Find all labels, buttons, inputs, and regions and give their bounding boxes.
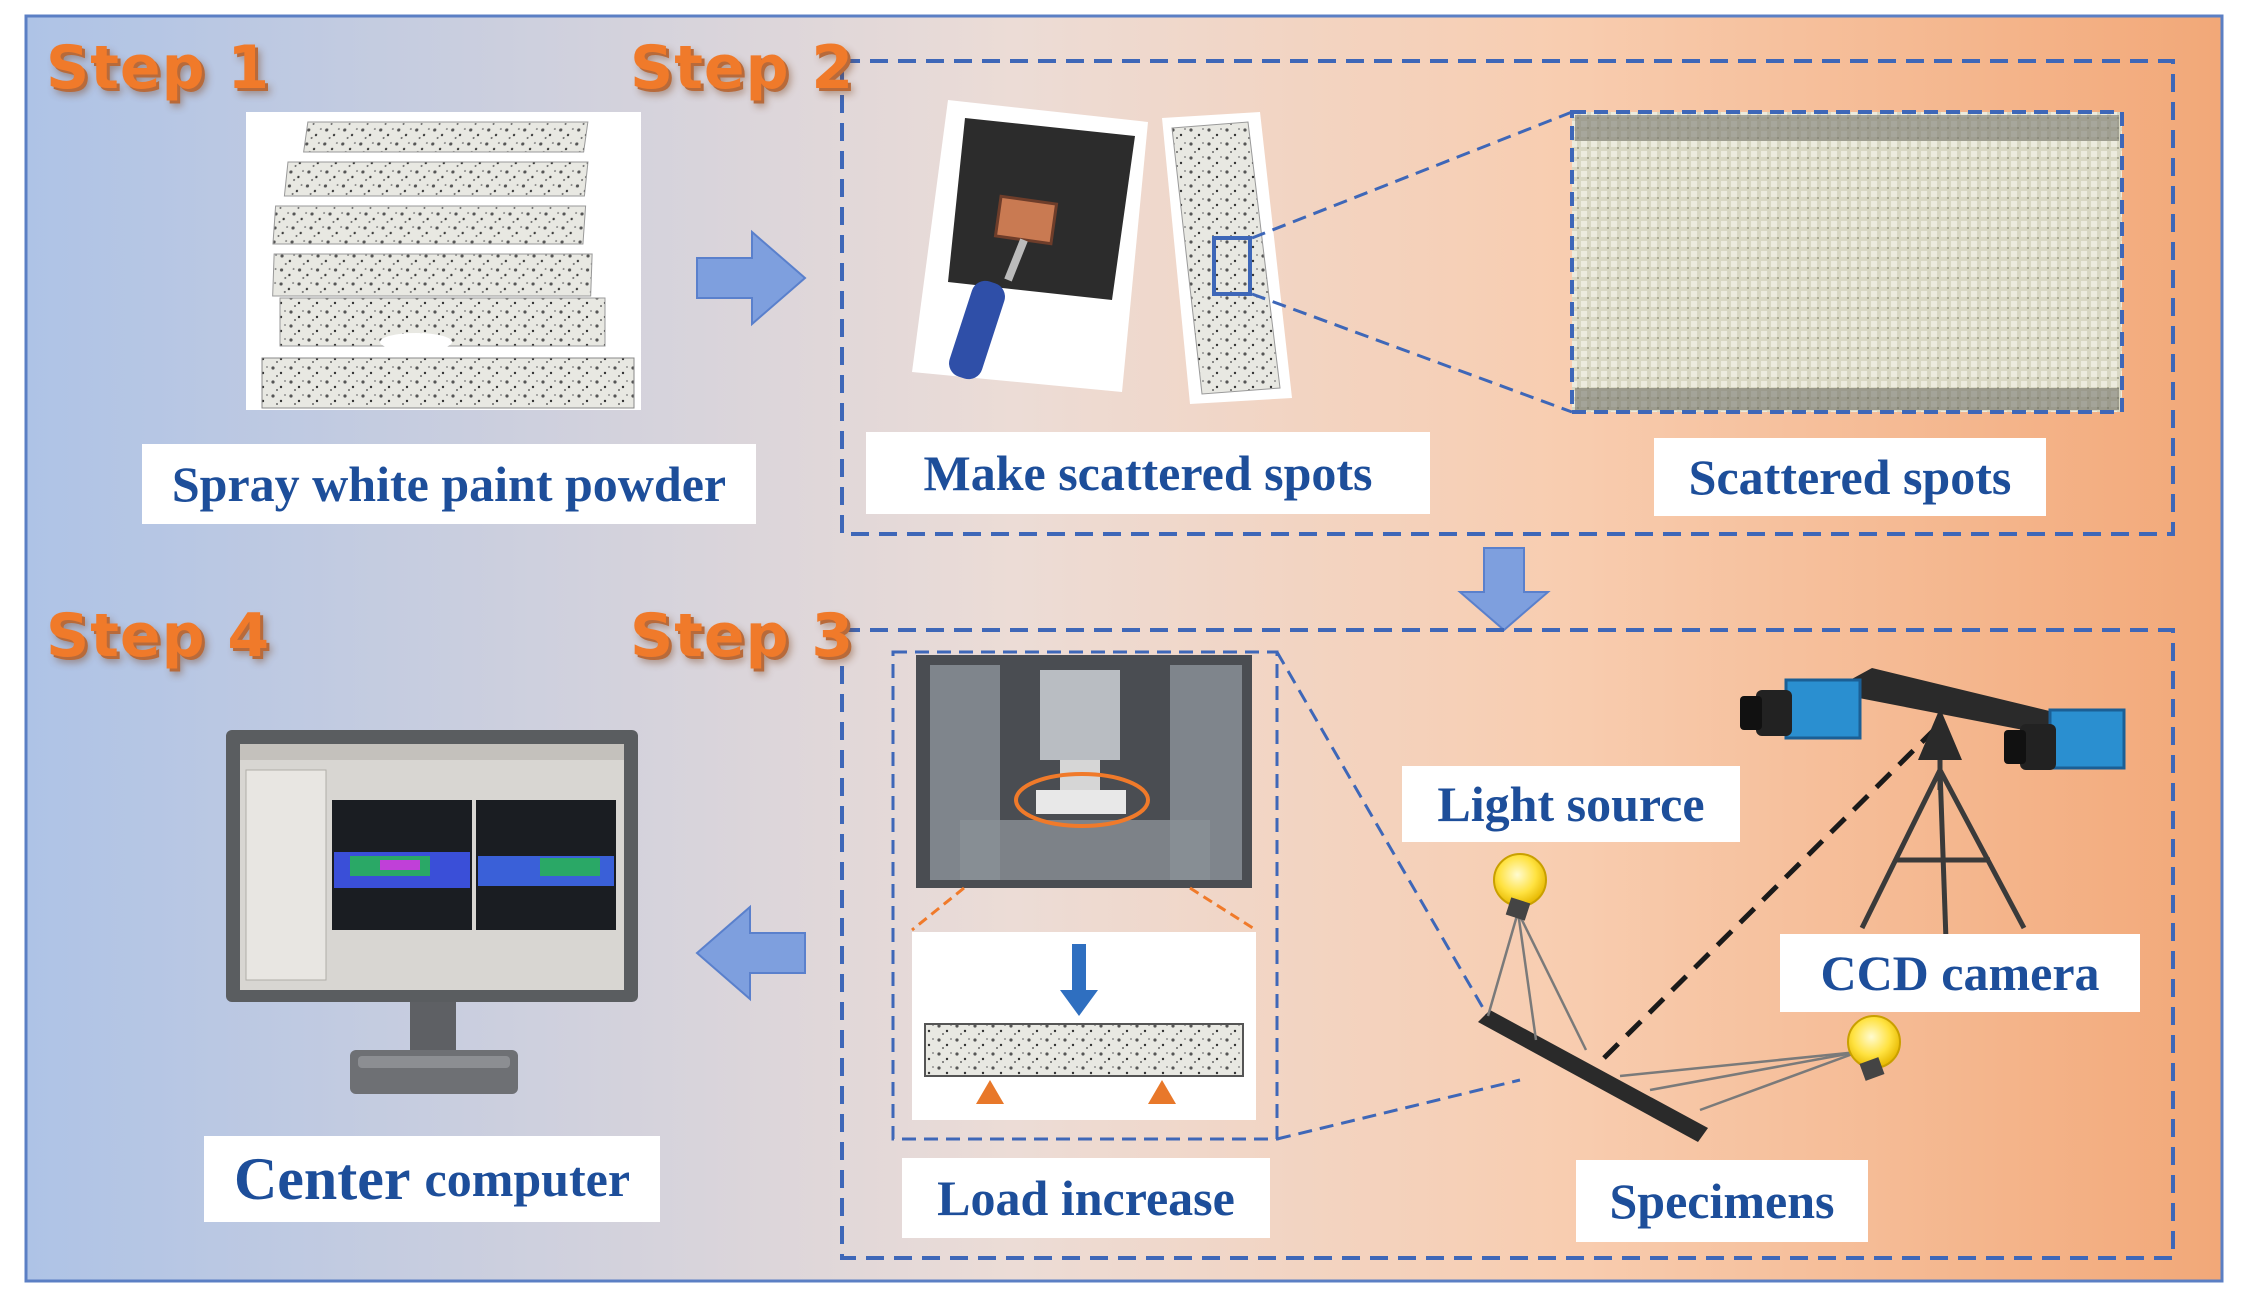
camera-rail	[1828, 668, 2070, 736]
paint-roller-photo	[912, 100, 1148, 392]
light-source-label: Light source	[1402, 766, 1740, 842]
make-spots-label: Make scattered spots	[866, 432, 1430, 514]
ccd-camera-label: CCD camera	[1780, 934, 2140, 1012]
three-point-bending-schematic	[912, 932, 1256, 1120]
step-1-title: Step 1	[46, 33, 271, 103]
ccd-camera-right-icon	[2004, 708, 2126, 770]
load-increase-label: Load increase	[902, 1158, 1270, 1238]
center-computer-label: Center computer	[204, 1136, 660, 1222]
step-2-box	[840, 59, 2175, 536]
arrow-left-icon	[695, 904, 806, 1002]
arrow-down-icon	[1457, 547, 1551, 632]
specimen-bar	[1478, 1010, 1708, 1142]
light-bulb-icon	[1847, 1015, 1901, 1081]
specimen-highlight	[1014, 772, 1150, 828]
testing-machine-photo	[916, 655, 1252, 888]
scattered-spots-zoom	[1570, 110, 2124, 414]
scattered-spots-label: Scattered spots	[1654, 438, 2046, 516]
arrow-right-icon	[696, 229, 807, 327]
specimens-label: Specimens	[1576, 1160, 1868, 1242]
testing-machine-box	[891, 650, 1279, 1141]
computer-word: computer	[424, 1151, 631, 1207]
step-3-title: Step 3	[630, 601, 855, 671]
light-bulb-icon	[1493, 853, 1547, 921]
light-rays	[1486, 911, 1859, 1112]
ccd-camera-left-icon	[1740, 678, 1862, 740]
tripod-icon	[1859, 730, 2027, 941]
sprayed-strip-photo	[1162, 112, 1292, 404]
step-2-title: Step 2	[630, 33, 855, 103]
center-word: Center	[233, 1146, 411, 1212]
center-computer-monitor	[226, 730, 638, 1094]
step-4-title: Step 4	[46, 601, 271, 671]
spray-label: Spray white paint powder	[142, 444, 756, 524]
rock-specimens-photo	[246, 112, 641, 410]
